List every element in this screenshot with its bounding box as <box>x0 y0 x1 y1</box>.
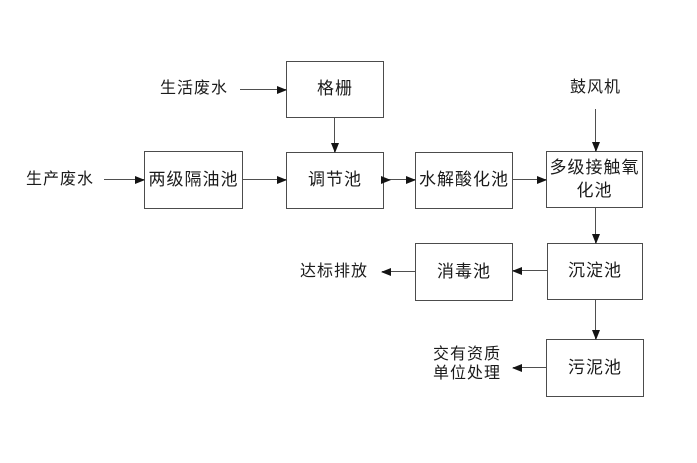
arrow-sedimentation-to-disinfection <box>512 266 547 275</box>
node-regulating-tank: 调节池 <box>286 152 384 209</box>
arrow-blower-to-oxidation <box>591 109 600 152</box>
arrow-regulating-to-hydrolysis <box>381 175 416 184</box>
node-two-stage-oil-separator: 两级隔油池 <box>144 151 243 209</box>
node-sludge-tank: 污泥池 <box>546 339 644 397</box>
arrow-sedimentation-to-sludge <box>591 300 600 340</box>
node-grating-label: 格栅 <box>317 79 353 99</box>
node-multi-stage-contact-oxidation-tank: 多级接触氧化池 <box>546 151 643 208</box>
arrow-grating-to-regulating <box>330 118 339 153</box>
node-sedimentation-tank: 沉淀池 <box>547 243 643 300</box>
arrow-disinfection-to-discharge <box>381 267 415 276</box>
arrow-oxidation-to-sedimentation <box>591 208 600 244</box>
node-hydrolysis-acidification-tank-label: 水解酸化池 <box>419 170 509 190</box>
label-standard-discharge: 达标排放 <box>300 263 369 280</box>
node-disinfection-tank-label: 消毒池 <box>437 261 491 281</box>
arrow-sludge-to-qualified-unit <box>512 363 546 372</box>
arrow-hydrolysis-to-oxidation <box>513 175 547 184</box>
node-hydrolysis-acidification-tank: 水解酸化池 <box>415 152 513 209</box>
arrow-production-to-oil-separator <box>104 175 145 184</box>
label-domestic-wastewater: 生活废水 <box>160 80 229 97</box>
label-blower: 鼓风机 <box>570 79 622 96</box>
arrow-oil-separator-to-regulating <box>243 175 287 184</box>
node-two-stage-oil-separator-label: 两级隔油池 <box>148 169 239 189</box>
label-production-wastewater: 生产废水 <box>26 171 95 188</box>
node-sludge-tank-label: 污泥池 <box>568 357 622 377</box>
node-sedimentation-tank-label: 沉淀池 <box>568 261 622 281</box>
label-qualified-unit-line2: 单位处理 <box>433 364 502 382</box>
node-grating: 格栅 <box>286 61 384 118</box>
node-regulating-tank-label: 调节池 <box>308 170 362 190</box>
label-qualified-unit: 交有资质 单位处理 <box>433 346 501 384</box>
arrow-domestic-to-grating <box>240 85 287 94</box>
node-disinfection-tank: 消毒池 <box>415 243 513 301</box>
label-qualified-unit-line1: 交有资质 <box>433 346 502 363</box>
node-multi-stage-contact-oxidation-tank-label: 多级接触氧化池 <box>549 158 640 200</box>
